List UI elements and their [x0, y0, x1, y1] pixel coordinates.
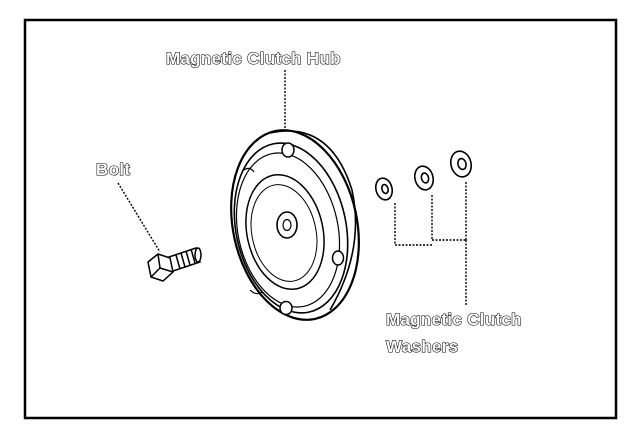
label-bolt: Bolt: [96, 160, 130, 179]
label-magnetic-clutch-washers-line2: Washers: [386, 337, 458, 356]
label-magnetic-clutch-hub: Magnetic Clutch Hub: [166, 49, 341, 68]
washers-leader-bracket: [394, 182, 467, 305]
magnetic-clutch-washers: [374, 150, 473, 201]
washer-large: [449, 150, 473, 178]
washer-small: [374, 177, 394, 201]
bolt: [147, 247, 202, 282]
washer-medium: [413, 165, 435, 191]
magnetic-clutch-hub: [230, 129, 360, 321]
frame-border: [23, 18, 618, 420]
label-magnetic-clutch-washers-line1: Magnetic Clutch: [386, 310, 522, 329]
bolt-leader-line: [117, 182, 161, 253]
